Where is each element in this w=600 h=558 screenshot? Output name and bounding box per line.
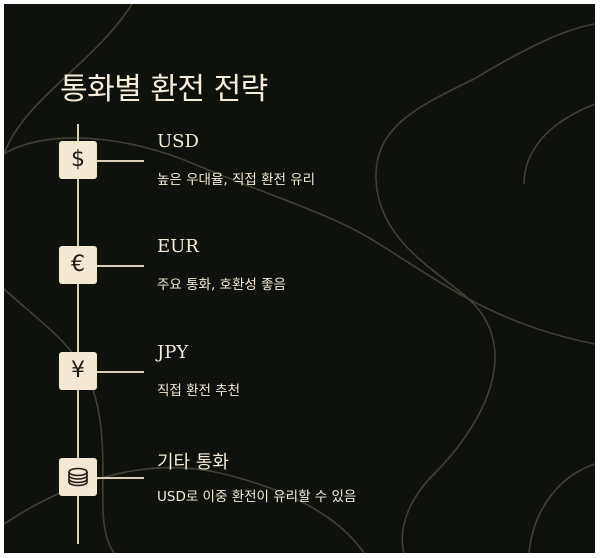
item-title-usd: USD	[157, 131, 199, 152]
euro-icon: €	[59, 246, 97, 284]
connector-line	[97, 265, 144, 267]
coins-icon	[59, 458, 97, 496]
strategy-card: 통화별 환전 전략 $ USD 높은 우대율, 직접 환전 유리 € EUR 주…	[4, 4, 595, 553]
yen-icon: ¥	[59, 352, 97, 390]
list-item-usd: $ USD 높은 우대율, 직접 환전 유리	[4, 131, 595, 251]
item-title-jpy: JPY	[157, 342, 189, 363]
item-title-other: 기타 통화	[157, 452, 229, 473]
background-curves	[4, 4, 595, 553]
dollar-symbol: $	[71, 147, 85, 172]
list-item-other: 기타 통화 USD로 이중 환전이 유리할 수 있음	[4, 452, 595, 553]
item-desc-eur: 주요 통화, 호환성 좋음	[157, 277, 286, 293]
yen-symbol: ¥	[71, 358, 85, 383]
timeline-line	[77, 124, 79, 544]
euro-symbol: €	[71, 252, 85, 277]
item-title-eur: EUR	[157, 236, 199, 257]
connector-line	[97, 477, 144, 479]
list-item-eur: € EUR 주요 통화, 호환성 좋음	[4, 236, 595, 356]
dollar-icon: $	[59, 141, 97, 179]
page-title: 통화별 환전 전략	[60, 72, 268, 107]
item-desc-other: USD로 이중 환전이 유리할 수 있음	[157, 489, 357, 505]
item-desc-jpy: 직접 환전 추천	[157, 383, 241, 399]
coins-glyph	[68, 467, 88, 487]
connector-line	[97, 160, 144, 162]
item-desc-usd: 높은 우대율, 직접 환전 유리	[157, 172, 316, 188]
connector-line	[97, 371, 144, 373]
list-item-jpy: ¥ JPY 직접 환전 추천	[4, 342, 595, 462]
